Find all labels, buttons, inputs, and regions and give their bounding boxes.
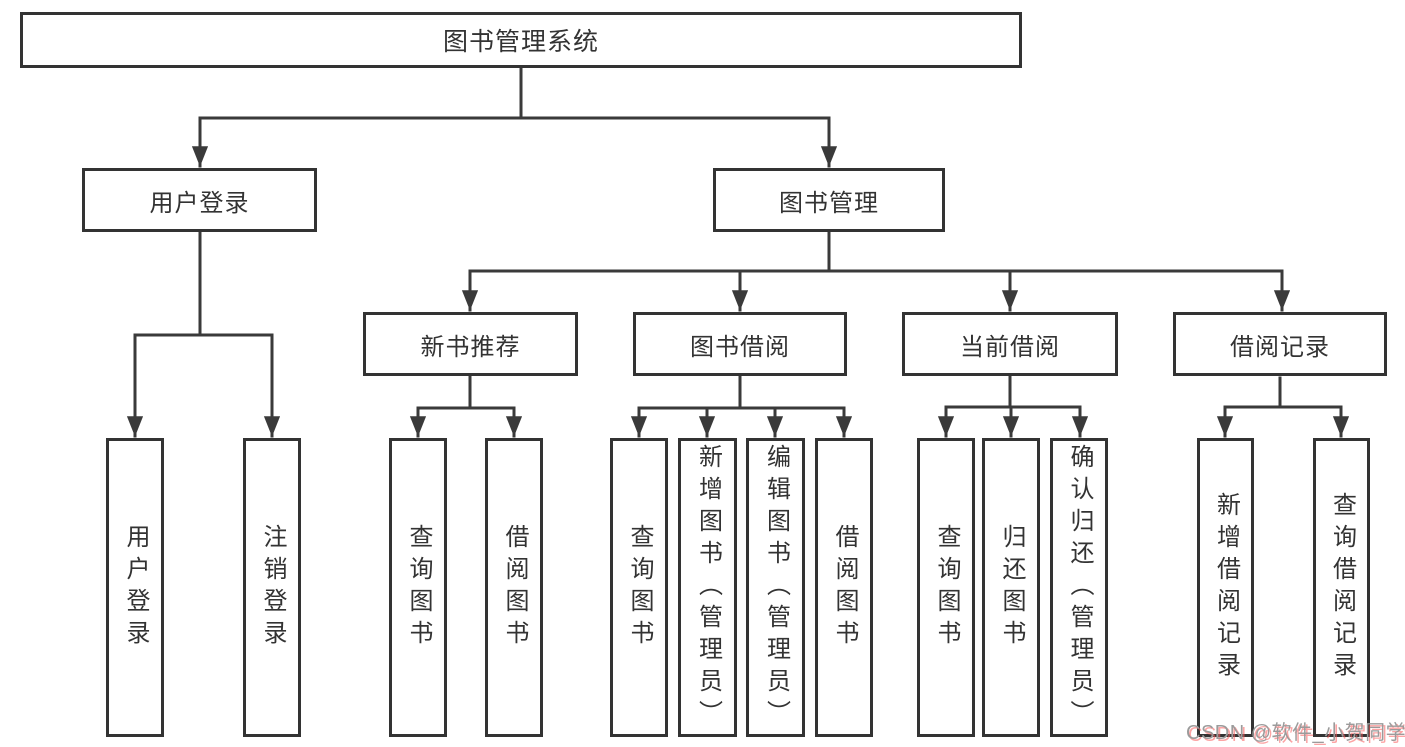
- leaf-logout: 注销登录: [243, 438, 301, 737]
- node-user-login: 用户登录: [82, 168, 317, 232]
- csdn-watermark: CSDN @软件_小贺同学: [1186, 722, 1405, 744]
- node-borrow-records: 借阅记录: [1173, 312, 1387, 376]
- leaf-query-book-current: 查询图书: [917, 438, 975, 737]
- leaf-borrow-book: 借阅图书: [815, 438, 873, 737]
- node-current-borrowing: 当前借阅: [902, 312, 1118, 376]
- node-library-system: 图书管理系统: [20, 12, 1022, 68]
- node-book-borrowing: 图书借阅: [633, 312, 847, 376]
- leaf-return-book: 归还图书: [982, 438, 1040, 737]
- leaf-edit-book-admin: 编辑图书（管理员）: [746, 438, 805, 737]
- node-new-book-recommend: 新书推荐: [363, 312, 578, 376]
- leaf-query-book-recommend: 查询图书: [389, 438, 447, 737]
- leaf-user-login: 用户登录: [106, 438, 164, 737]
- leaf-add-book-admin: 新增图书（管理员）: [678, 438, 737, 737]
- leaf-confirm-return-admin: 确认归还（管理员）: [1050, 438, 1108, 737]
- leaf-add-borrow-record: 新增借阅记录: [1197, 438, 1254, 737]
- leaf-query-borrow-record: 查询借阅记录: [1313, 438, 1370, 737]
- leaf-borrow-book-recommend: 借阅图书: [485, 438, 543, 737]
- node-book-management: 图书管理: [713, 168, 945, 232]
- leaf-query-book-borrowing: 查询图书: [610, 438, 668, 737]
